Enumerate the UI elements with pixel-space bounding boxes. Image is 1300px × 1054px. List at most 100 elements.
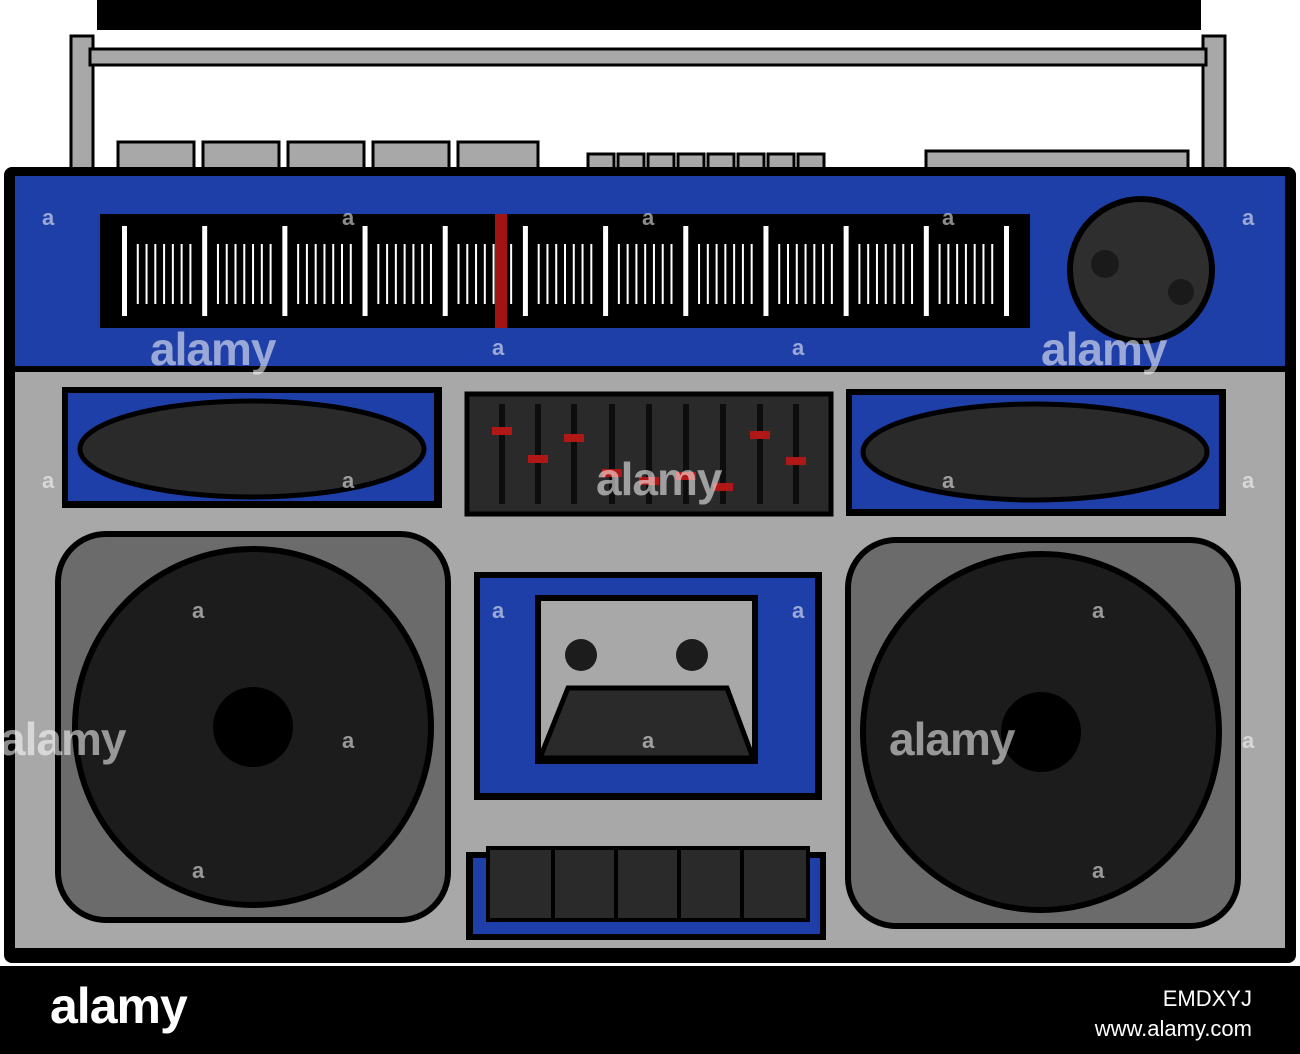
dial-minor-tick xyxy=(741,244,744,304)
dial-minor-tick xyxy=(902,244,905,304)
dial-minor-tick xyxy=(670,244,673,304)
dial-minor-tick xyxy=(893,244,896,304)
dial-minor-tick xyxy=(698,244,701,304)
eq-slider-track xyxy=(609,404,615,504)
left-oval-panel xyxy=(62,387,442,508)
eq-slider-track xyxy=(757,404,763,504)
eq-slider-track xyxy=(535,404,541,504)
dial-minor-tick xyxy=(750,244,753,304)
dial-minor-tick xyxy=(260,244,263,304)
dial-major-tick xyxy=(683,226,689,316)
eq-slider-track xyxy=(683,404,689,504)
dial-minor-tick xyxy=(225,244,228,304)
dial-minor-tick xyxy=(724,244,727,304)
tuner-needle xyxy=(495,214,507,328)
transport-buttons xyxy=(466,846,826,940)
eq-slider-track xyxy=(499,404,505,504)
eq-slider-track xyxy=(720,404,726,504)
dial-minor-tick xyxy=(804,244,807,304)
eq-slider-track xyxy=(571,404,577,504)
dial-minor-tick xyxy=(189,244,192,304)
dial-minor-tick xyxy=(269,244,272,304)
dial-minor-tick xyxy=(787,244,789,304)
eq-slider-knob xyxy=(713,483,733,491)
dial-minor-tick xyxy=(661,244,664,304)
dial-minor-tick xyxy=(386,244,389,304)
dial-minor-tick xyxy=(216,244,219,304)
tuner-scale xyxy=(122,226,1009,316)
dial-minor-tick xyxy=(537,244,540,304)
dial-minor-tick xyxy=(136,244,139,304)
dial-major-tick xyxy=(122,226,127,316)
eq-slider-knob xyxy=(639,477,659,485)
eq-slider-track xyxy=(793,404,799,504)
dial-minor-tick xyxy=(163,244,166,304)
dial-minor-tick xyxy=(234,244,237,304)
dial-minor-tick xyxy=(555,244,558,304)
stock-footer-bar xyxy=(0,966,1300,1054)
dial-minor-tick xyxy=(466,244,469,304)
dial-minor-tick xyxy=(991,244,994,304)
dial-minor-tick xyxy=(973,244,976,304)
dial-minor-tick xyxy=(564,244,566,304)
left-speaker xyxy=(55,531,451,923)
dial-major-tick xyxy=(522,226,528,316)
eq-slider-knob xyxy=(602,469,622,477)
dial-minor-tick xyxy=(145,244,148,304)
dial-minor-tick xyxy=(572,244,575,304)
dial-minor-tick xyxy=(867,244,870,304)
image-id: EMDXYJ xyxy=(1162,986,1252,1011)
dial-major-tick xyxy=(923,226,929,316)
dial-minor-tick xyxy=(778,244,781,304)
dial-major-tick xyxy=(362,226,368,316)
dial-minor-tick xyxy=(644,244,647,304)
dial-major-tick xyxy=(442,226,448,316)
dial-major-tick xyxy=(202,226,208,316)
dial-major-tick xyxy=(843,226,849,316)
eq-slider-knob xyxy=(750,431,770,439)
dial-minor-tick xyxy=(154,244,157,304)
dial-minor-tick xyxy=(956,244,959,304)
dial-major-tick xyxy=(282,226,288,316)
equalizer-sliders xyxy=(492,404,806,504)
dial-minor-tick xyxy=(652,244,655,304)
dial-minor-tick xyxy=(341,244,343,304)
dial-minor-tick xyxy=(297,244,300,304)
dial-minor-tick xyxy=(510,244,513,304)
dial-minor-tick xyxy=(590,244,593,304)
dial-major-tick xyxy=(603,226,609,316)
dial-minor-tick xyxy=(626,244,629,304)
dial-minor-tick xyxy=(546,244,549,304)
dial-minor-tick xyxy=(733,244,736,304)
eq-slider-knob xyxy=(528,455,548,463)
dial-minor-tick xyxy=(964,244,967,304)
source-url: www.alamy.com xyxy=(1094,1016,1252,1041)
dial-major-tick xyxy=(1004,226,1009,316)
dial-minor-tick xyxy=(429,244,432,304)
dial-minor-tick xyxy=(243,244,246,304)
dial-minor-tick xyxy=(938,244,941,304)
dial-major-tick xyxy=(763,226,769,316)
dial-minor-tick xyxy=(314,244,317,304)
dial-minor-tick xyxy=(403,244,406,304)
dial-minor-tick xyxy=(822,244,825,304)
top-buttons-left xyxy=(116,140,540,172)
dial-minor-tick xyxy=(349,244,352,304)
dial-minor-tick xyxy=(617,244,620,304)
dial-minor-tick xyxy=(795,244,798,304)
dial-minor-tick xyxy=(581,244,584,304)
dial-minor-tick xyxy=(830,244,833,304)
dial-minor-tick xyxy=(394,244,397,304)
dial-minor-tick xyxy=(412,244,415,304)
dial-minor-tick xyxy=(171,244,174,304)
right-speaker xyxy=(845,537,1241,929)
cassette-deck xyxy=(474,572,822,800)
dial-minor-tick xyxy=(858,244,861,304)
eq-slider-knob xyxy=(492,427,512,435)
dial-minor-tick xyxy=(483,244,486,304)
dial-minor-tick xyxy=(323,244,326,304)
dial-minor-tick xyxy=(475,244,478,304)
dial-minor-tick xyxy=(813,244,816,304)
dial-minor-tick xyxy=(305,244,308,304)
